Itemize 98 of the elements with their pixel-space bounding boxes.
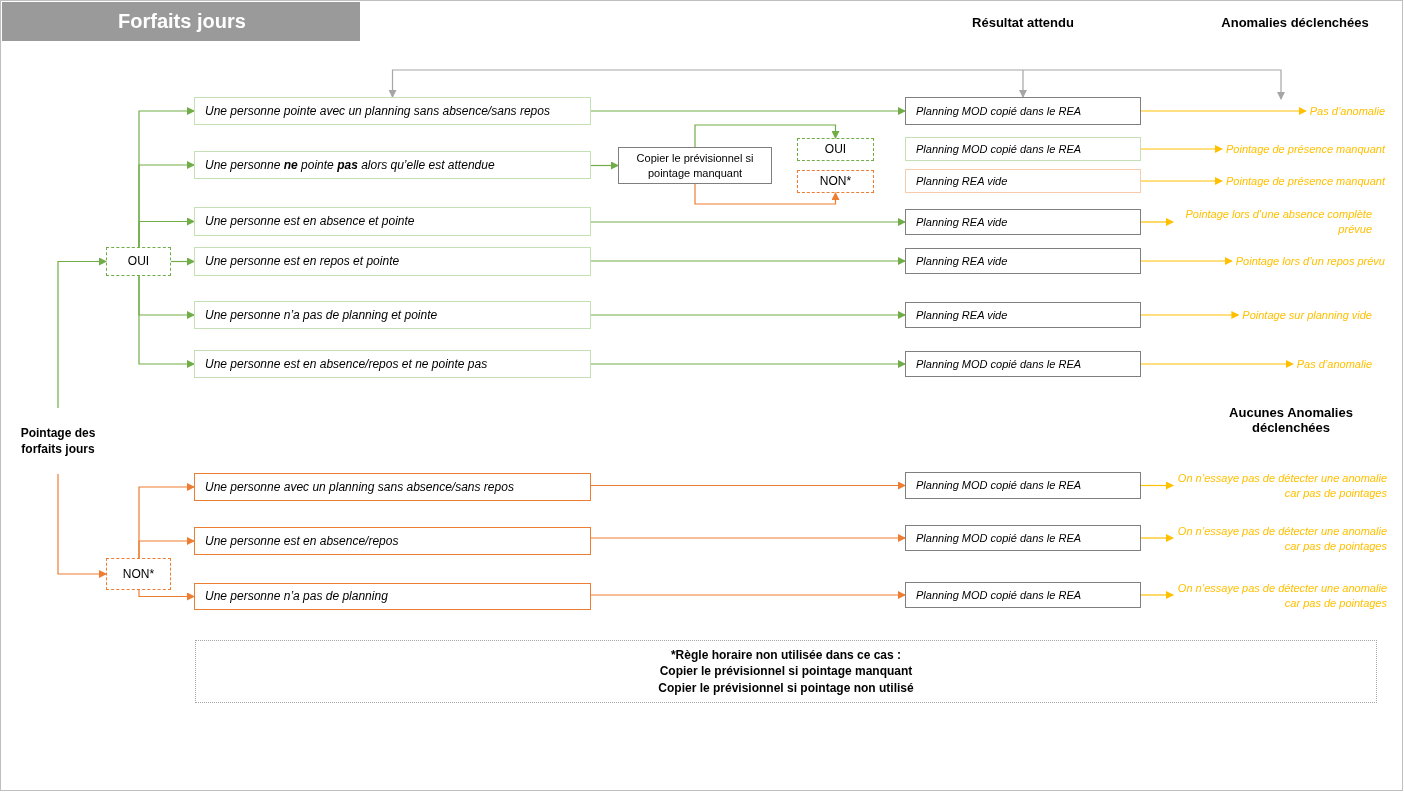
scenario-box [194, 527, 591, 555]
box-text: OUI [127, 253, 150, 270]
result-box [905, 351, 1141, 377]
box-text: Planning REA vide [916, 173, 1008, 189]
arrow [1140, 107, 1307, 115]
anomaly-text: Pointage lors d’une absence complète prévue [1177, 203, 1372, 241]
arrow [57, 257, 107, 409]
choice-box [106, 558, 171, 590]
arrow [1140, 177, 1223, 185]
box-text: Copier le prévisionnel si pointage non utilisé [658, 679, 914, 696]
anomaly-text: Pas d’anomalie [1309, 99, 1385, 123]
box-text: Une personne est en absence/repos [205, 532, 399, 550]
anomaly-text: On n’essaye pas de détecter une anomalie car pas de pointages [1177, 577, 1387, 615]
arrow [590, 161, 619, 170]
box-text: Une personne pointe avec un planning sans absence/sans repos [205, 102, 550, 120]
box-text: Planning MOD copié dans le REA [916, 587, 1082, 603]
box-text: Planning MOD copié dans le REA [916, 478, 1082, 493]
arrow [57, 473, 107, 578]
arrow [138, 537, 195, 559]
box-text: Une personne n’a pas de planning [205, 588, 388, 605]
result-box [905, 248, 1141, 274]
anomaly-text: Pointage de présence manquant [1226, 137, 1385, 161]
box-text: Une personne est en absence/repos et ne pointe pas [205, 355, 488, 373]
anomaly-text: Pointage de présence manquant [1226, 169, 1385, 193]
choice-box [797, 138, 874, 161]
result-box [905, 209, 1141, 235]
scenario-box [194, 247, 591, 276]
arrow [590, 218, 906, 226]
arrow [1140, 145, 1223, 153]
box-text: Planning REA vide [916, 253, 1008, 269]
arrow [1140, 218, 1174, 226]
box-text: Planning MOD copié dans le REA [916, 530, 1082, 546]
box-text: Une personne avec un planning sans absence/sans repos [205, 478, 514, 496]
scenario-box [194, 151, 591, 179]
title: Forfaits jours [2, 2, 360, 41]
box-text: Copier le prévisionnel si pointage manquant [635, 150, 755, 181]
box-text: Planning MOD copié dans le REA [916, 356, 1082, 372]
anomaly-text: On n’essaye pas de détecter une anomalie car pas de pointages [1177, 467, 1387, 505]
arrow [590, 311, 906, 319]
result-box [905, 582, 1141, 608]
arrow [1140, 360, 1294, 368]
box-text: NON* [122, 565, 155, 583]
process-box [618, 147, 772, 184]
arrow [388, 69, 1024, 98]
result-box [905, 302, 1141, 328]
note-box [195, 640, 1377, 703]
anomaly-text: Pointage lors d’un repos prévu [1235, 249, 1385, 273]
arrow [1140, 534, 1174, 542]
anomaly-text: Pointage sur planning vide [1242, 303, 1372, 327]
result-box [905, 97, 1141, 125]
box-text: Une personne n’a pas de planning et pointe [205, 306, 438, 324]
box-text: *Règle horaire non utilisée dans ce cas : [670, 647, 902, 664]
column-heading: Aucunes Anomalies déclenchées [1228, 405, 1354, 435]
box-text: Planning REA vide [916, 214, 1008, 230]
choice-box [797, 170, 874, 193]
result-box [905, 525, 1141, 551]
scenario-box [194, 301, 591, 329]
arrow [590, 591, 906, 599]
scenario-box [194, 207, 591, 236]
box-text: NON* [819, 173, 852, 190]
box-text: Une personne est en repos et pointe [205, 253, 400, 270]
box-text: Une personne ne pointe pas alors qu’elle est attendue [205, 156, 495, 174]
arrow [138, 275, 195, 368]
start-label: Pointage des forfaits jours [18, 408, 98, 474]
box-text: Planning REA vide [916, 307, 1008, 323]
arrow [590, 534, 906, 542]
scenario-box [194, 97, 591, 125]
anomaly-text: Pas d’anomalie [1296, 352, 1372, 376]
arrow [1022, 69, 1285, 100]
column-heading: Anomalies déclenchées [1220, 15, 1370, 30]
box-text: Planning MOD copié dans le REA [916, 141, 1082, 157]
arrow [138, 217, 195, 248]
arrow [590, 107, 906, 115]
arrow [590, 360, 906, 368]
column-heading: Résultat attendu [971, 15, 1075, 30]
arrow [138, 589, 195, 601]
result-box [905, 472, 1141, 499]
anomaly-text: On n’essaye pas de détecter une anomalie car pas de pointages [1177, 520, 1387, 558]
scenario-box [194, 583, 591, 610]
arrow [1140, 257, 1233, 265]
arrow [590, 481, 906, 490]
arrow [1140, 311, 1240, 319]
result-box [905, 169, 1141, 193]
box-text: OUI [824, 141, 847, 158]
box-text: Une personne est en absence et pointe [205, 213, 415, 230]
arrow [694, 183, 840, 205]
arrow [1140, 481, 1174, 490]
box-text: Copier le prévisionnel si pointage manquant [659, 663, 913, 680]
result-box [905, 137, 1141, 161]
arrow [694, 124, 840, 148]
arrow [1140, 591, 1174, 599]
choice-box [106, 247, 171, 276]
arrow [1019, 69, 1027, 98]
arrow [170, 257, 195, 266]
scenario-box [194, 473, 591, 501]
box-text: Planning MOD copié dans le REA [916, 103, 1082, 119]
arrow [590, 257, 906, 265]
scenario-box [194, 350, 591, 378]
